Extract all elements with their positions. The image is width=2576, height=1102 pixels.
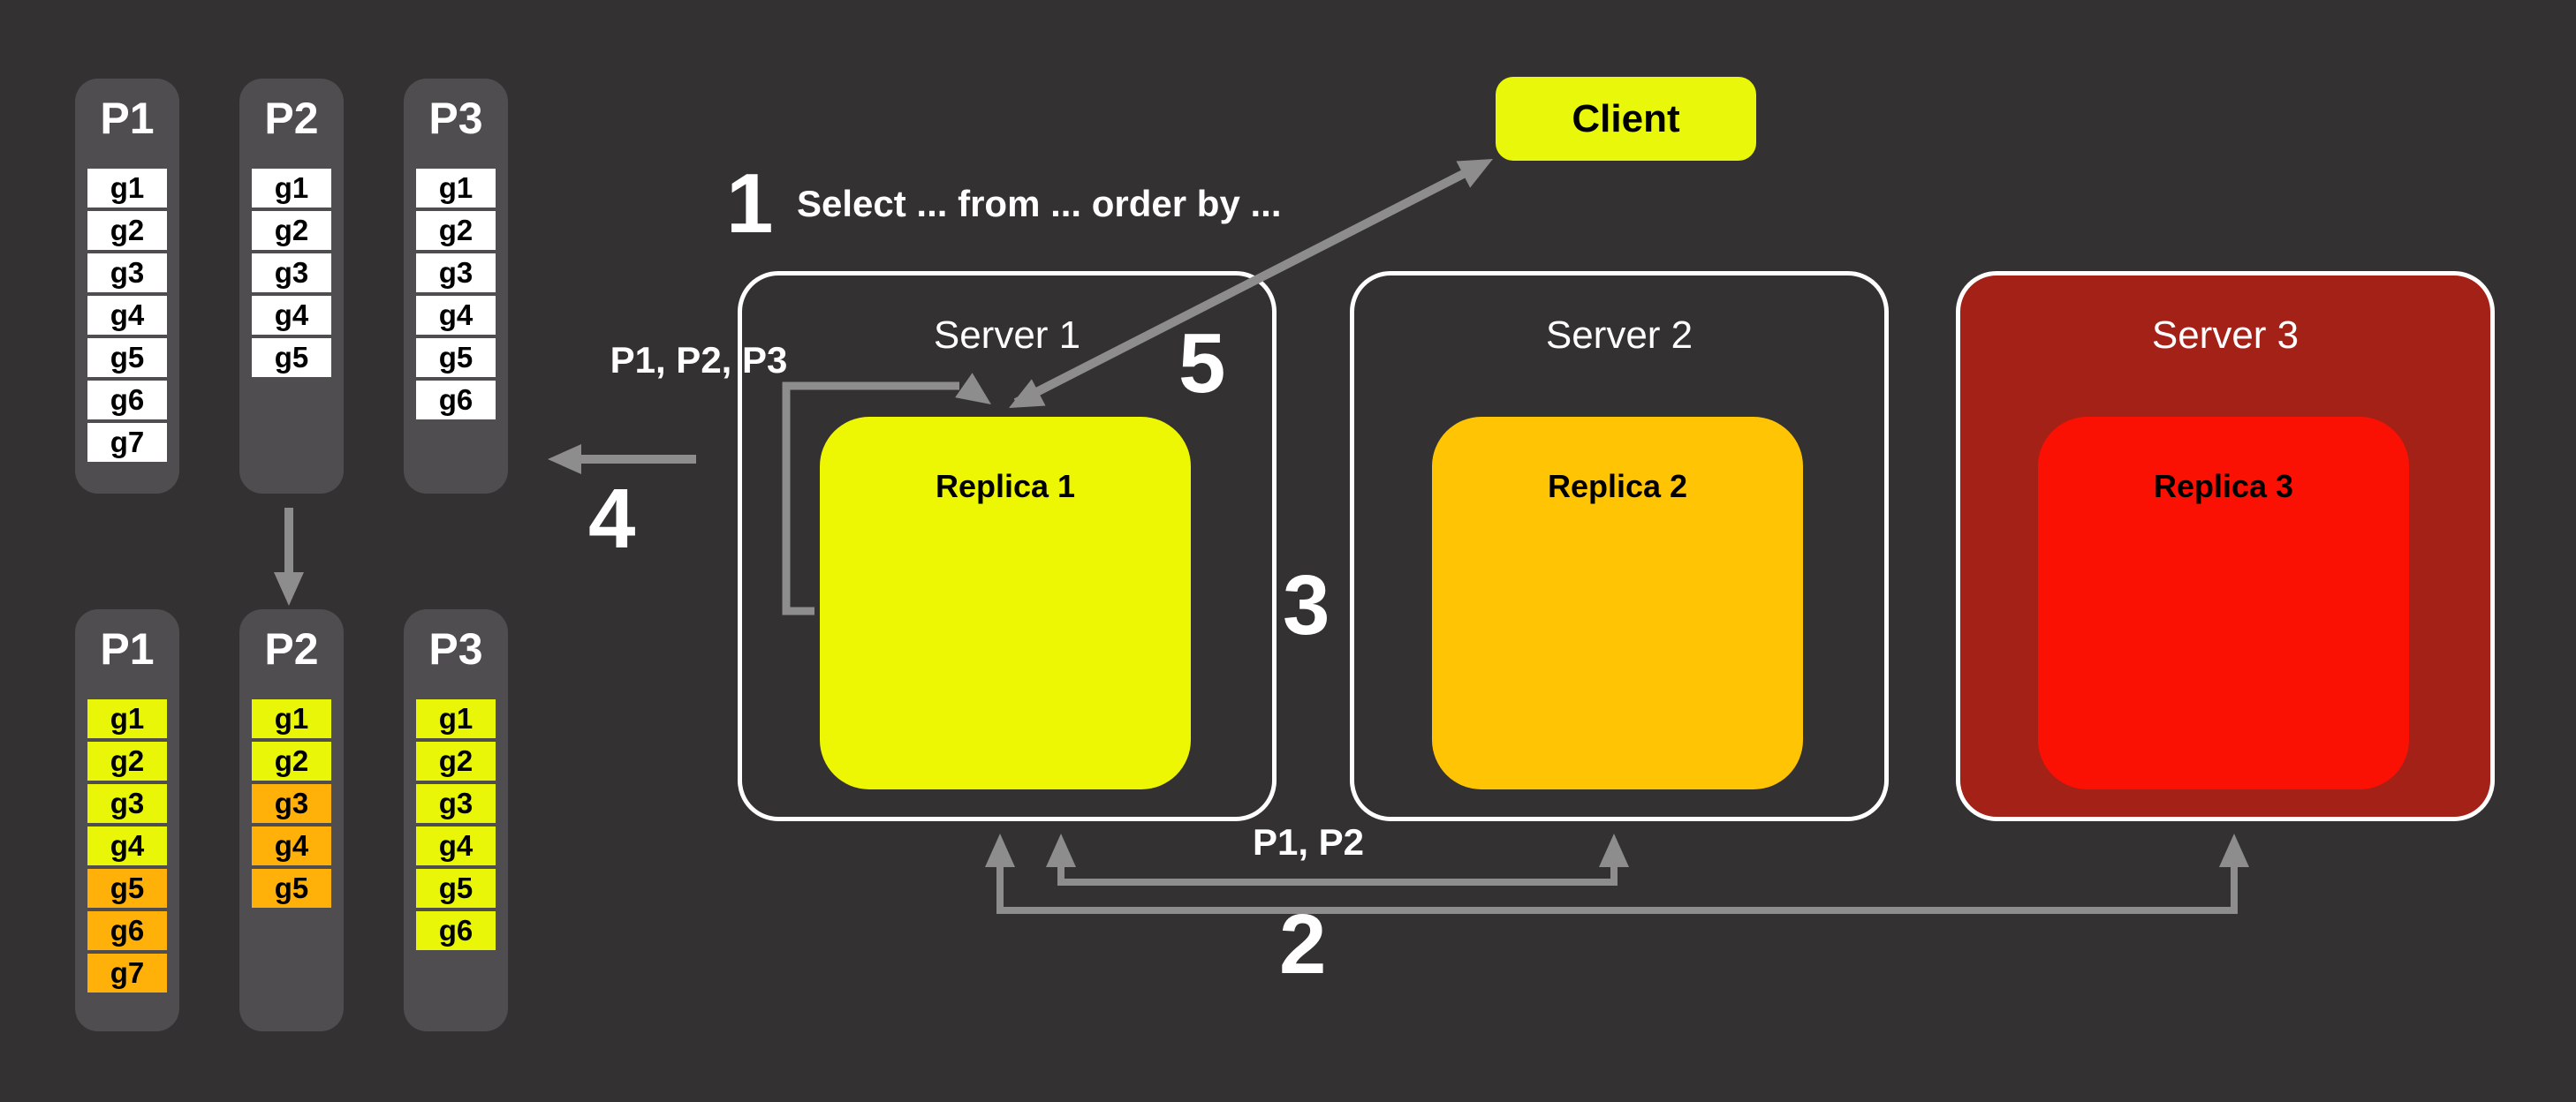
replica-3-label: Replica 3 [2153, 468, 2294, 504]
partition-item-g5: g5 [252, 338, 331, 377]
partition-item-g5: g5 [416, 869, 496, 908]
partition-item-g4: g4 [252, 296, 331, 335]
partition-item-g5: g5 [87, 869, 167, 908]
pillar-title: P1 [100, 624, 155, 674]
partition-item-g5: g5 [416, 338, 496, 377]
partition-item-g5: g5 [87, 338, 167, 377]
partition-item-g7: g7 [87, 423, 167, 462]
server-box-3: Server 3 Replica 3 [1956, 271, 2495, 821]
partition-item-g4: g4 [87, 296, 167, 335]
replica-1-label: Replica 1 [935, 468, 1076, 504]
loop-partitions-label: P1, P2, P3 [610, 339, 788, 381]
partition-item-g2: g2 [87, 211, 167, 250]
partition-item-g3: g3 [252, 253, 331, 292]
partition-item-g4: g4 [252, 826, 331, 865]
server-box-2: Server 2 Replica 2 [1350, 271, 1889, 821]
bracket-sync-outer [985, 834, 2249, 914]
partition-item-g3: g3 [87, 784, 167, 823]
partition-item-g3: g3 [87, 253, 167, 292]
step-number-1: 1 [726, 156, 774, 251]
partition-item-g2: g2 [87, 742, 167, 781]
client-label: Client [1572, 96, 1680, 140]
partition-item-g4: g4 [416, 296, 496, 335]
replica-box-1: Replica 1 [820, 417, 1191, 789]
partition-item-g1: g1 [416, 169, 496, 208]
partition-item-g6: g6 [87, 381, 167, 419]
partition-item-g3: g3 [416, 253, 496, 292]
pillar-title: P3 [428, 94, 483, 143]
partition-item-g1: g1 [416, 699, 496, 738]
partition-item-g1: g1 [87, 169, 167, 208]
partition-item-g4: g4 [87, 826, 167, 865]
partition-item-g3: g3 [252, 784, 331, 823]
client-box: Client [1496, 77, 1756, 161]
step-number-5: 5 [1178, 316, 1226, 411]
server-3-name: Server 3 [2151, 313, 2299, 357]
sync-partitions-label: P1, P2 [1252, 821, 1365, 863]
pillar-title: P1 [100, 94, 155, 143]
partition-item-g6: g6 [416, 911, 496, 950]
partition-item-g7: g7 [87, 954, 167, 993]
partition-item-g4: g4 [416, 826, 496, 865]
partition-item-g2: g2 [252, 742, 331, 781]
pillar-title: P3 [428, 624, 483, 674]
step-number-3: 3 [1283, 558, 1330, 653]
query-text: Select ... from ... order by ... [797, 183, 1282, 224]
pillar-title: P2 [264, 94, 319, 143]
pillar-title: P2 [264, 624, 319, 674]
replica-2-label: Replica 2 [1547, 468, 1688, 504]
partition-item-g3: g3 [416, 784, 496, 823]
partition-item-g2: g2 [416, 742, 496, 781]
arrow-step4-return [548, 444, 696, 474]
server-2-name: Server 2 [1545, 313, 1693, 357]
partition-item-g1: g1 [252, 699, 331, 738]
arrow-partition-sort-down [274, 508, 304, 606]
step-number-4: 4 [588, 472, 636, 566]
replica-box-3: Replica 3 [2038, 417, 2409, 789]
replica-box-2: Replica 2 [1432, 417, 1803, 789]
step-number-2: 2 [1279, 897, 1327, 992]
partition-item-g5: g5 [252, 869, 331, 908]
partition-item-g6: g6 [87, 911, 167, 950]
partition-item-g2: g2 [252, 211, 331, 250]
partition-item-g1: g1 [87, 699, 167, 738]
partition-item-g6: g6 [416, 381, 496, 419]
partition-item-g2: g2 [416, 211, 496, 250]
partition-item-g1: g1 [252, 169, 331, 208]
